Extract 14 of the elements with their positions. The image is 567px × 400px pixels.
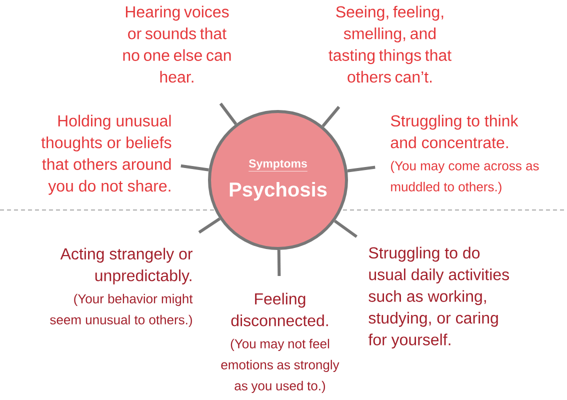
symptom-text: Holding unusual thoughts or beliefs that others around you do not share.	[41, 114, 172, 195]
ray-line	[219, 102, 238, 125]
symptom-text: Hearing voices or sounds that no one else can hear.	[123, 6, 231, 83]
symptom-text: Seeing, feeling, smelling, and tasting things that others can’t.	[328, 6, 452, 83]
ray-line	[180, 164, 209, 172]
ray-line	[347, 166, 376, 172]
ray-line	[322, 106, 340, 128]
ray-line	[198, 217, 221, 234]
symptom-text: Feeling disconnected. (You may not feel emotions as strongly as you used to.)	[221, 292, 340, 393]
symptom-text: Struggling to think and concentrate. (You may come across as muddled to others.)	[390, 114, 539, 194]
symptom-text: Struggling to do usual daily activities such as working, studying, or caring for yourself.	[368, 246, 509, 349]
ray-line	[277, 250, 281, 276]
ray-line	[334, 220, 358, 238]
symptom-text: Acting strangely or unpredictably. (Your behavior might seem unusual to others.)	[50, 248, 193, 327]
